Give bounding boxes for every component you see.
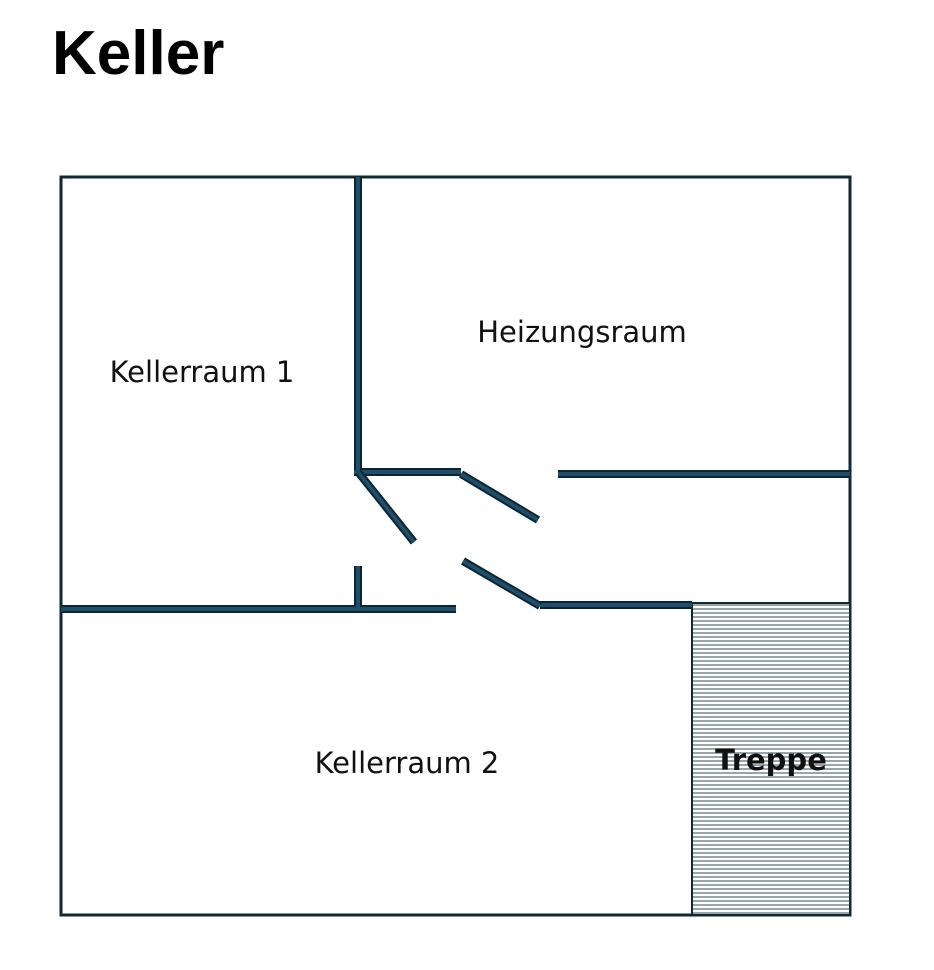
interior-walls xyxy=(61,177,850,613)
room-label-heizungsraum: Heizungsraum xyxy=(477,315,687,349)
room-label-kellerraum-2: Kellerraum 2 xyxy=(315,746,500,780)
outer-wall xyxy=(59,175,852,917)
room-label-treppe: Treppe xyxy=(715,743,827,777)
staircase-area xyxy=(691,602,851,916)
page-title: Keller xyxy=(52,19,225,88)
doors xyxy=(354,469,543,610)
interior-walls-fill xyxy=(61,177,850,611)
room-label-kellerraum-1: Kellerraum 1 xyxy=(110,355,295,389)
